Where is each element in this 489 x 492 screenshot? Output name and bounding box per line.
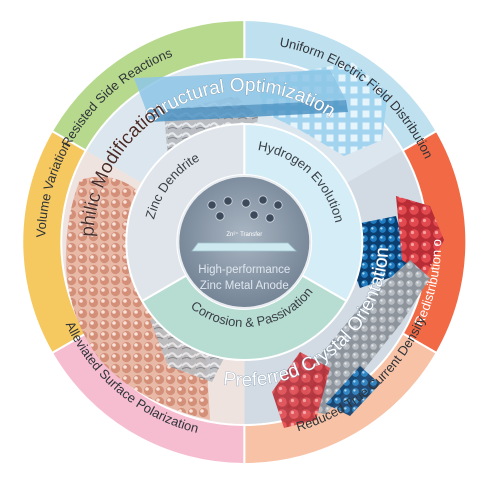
zinc-ion xyxy=(241,198,251,208)
anode-surface-layer xyxy=(191,242,297,252)
red-crystal-block-top xyxy=(396,196,444,276)
red-crystal-block-bottom xyxy=(272,352,330,428)
center-title-line1: High-performance xyxy=(198,264,290,276)
zinc-ion-spheres xyxy=(207,195,283,223)
coating-layer xyxy=(134,70,346,110)
zinc-ion xyxy=(215,211,225,221)
center-disc: Zn²⁺ Transfer High-performance Zinc Meta… xyxy=(177,175,312,309)
zinc-transfer-label: Zn²⁺ Transfer xyxy=(226,231,262,238)
zinc-ion xyxy=(223,196,233,206)
coating-layer-edge xyxy=(146,100,348,122)
blue-crystal-block-bottom xyxy=(326,366,380,416)
zinc-ion xyxy=(207,200,217,210)
zinc-ion xyxy=(265,213,275,223)
zinc-ion xyxy=(258,195,268,205)
center-title-line2: Zinc Metal Anode xyxy=(200,280,289,292)
zinc-ion xyxy=(273,200,283,210)
zinc-ion xyxy=(249,210,259,220)
